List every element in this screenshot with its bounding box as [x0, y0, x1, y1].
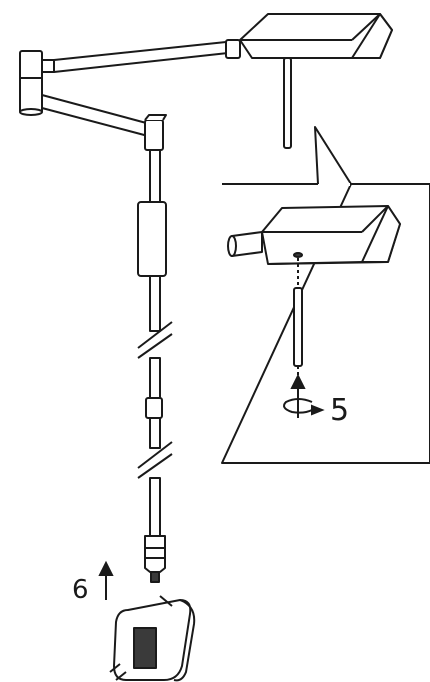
upper-arm [53, 41, 229, 73]
wall-mount [19, 50, 43, 114]
cable-switch [137, 201, 167, 277]
power-adapter [109, 595, 196, 682]
detail-lamp-head [227, 205, 401, 265]
lower-arm [41, 94, 151, 137]
cable-plug-connector [144, 535, 166, 573]
cable-break-mark [137, 321, 173, 359]
step-5-number: 5 [330, 393, 349, 428]
detail-callout [221, 126, 430, 464]
adapter-label-panel [133, 627, 157, 669]
detail-frame [221, 183, 430, 464]
arrow-up-icon [98, 560, 114, 600]
cable-coupler [145, 397, 163, 419]
cable-assembly [137, 149, 173, 583]
step-6-indicator: 6 [72, 560, 114, 605]
lamp-rod [283, 57, 292, 149]
step-6-number: 6 [72, 575, 89, 605]
elbow-joint [144, 119, 164, 151]
rotate-arrow-icon [283, 373, 325, 418]
cable-break-mark [137, 441, 173, 479]
step-5-indicator: 5 [283, 373, 349, 428]
lamp-arm-assembly [19, 39, 241, 151]
detail-rod [293, 258, 303, 384]
lamp-head [239, 13, 393, 149]
